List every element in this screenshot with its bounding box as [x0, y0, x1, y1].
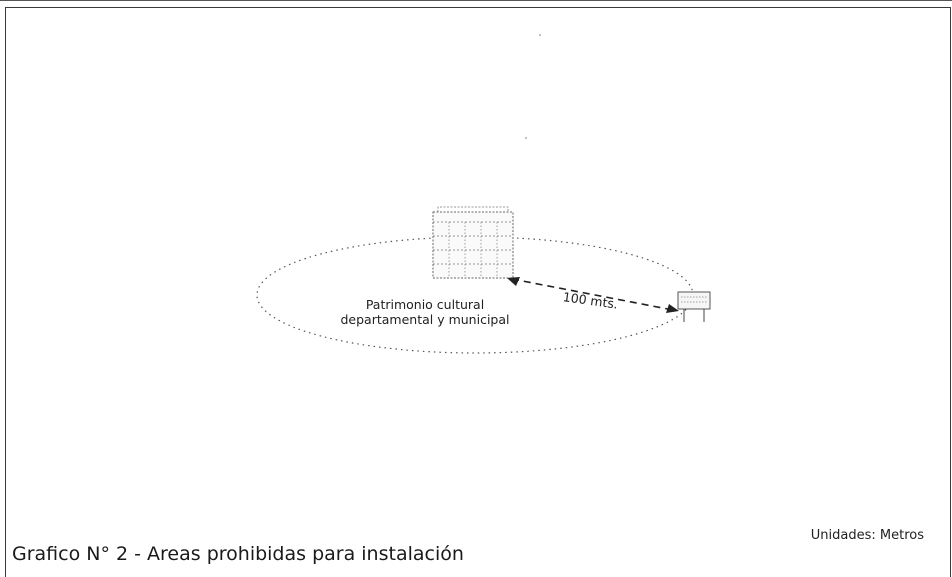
- billboard-icon: [677, 291, 711, 322]
- top-rule: [0, 0, 952, 1]
- speck: [539, 34, 541, 36]
- figure-frame: [5, 7, 951, 577]
- units-label: Unidades: Metros: [810, 528, 924, 543]
- historic-building-icon: [432, 206, 514, 279]
- heritage-label-line2: departamental y municipal: [340, 312, 510, 327]
- distance-arrow: [507, 277, 679, 313]
- heritage-label-line1: Patrimonio cultural: [365, 297, 485, 312]
- speck: [525, 137, 527, 139]
- heritage-label: Patrimonio cultural departamental y muni…: [330, 297, 520, 327]
- figure-caption: Grafico N° 2 - Areas prohibidas para ins…: [12, 543, 464, 565]
